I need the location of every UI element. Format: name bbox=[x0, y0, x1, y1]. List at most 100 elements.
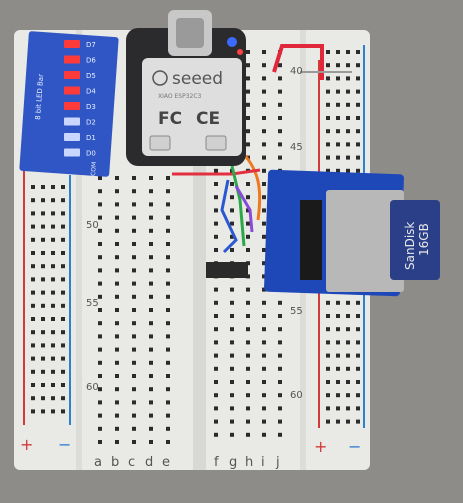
hole bbox=[31, 317, 35, 321]
hole bbox=[262, 168, 266, 173]
hole bbox=[115, 215, 119, 220]
hole bbox=[214, 248, 218, 252]
hole bbox=[262, 182, 266, 186]
hole bbox=[214, 366, 218, 371]
hole bbox=[132, 268, 136, 273]
hole bbox=[149, 294, 153, 299]
hole bbox=[230, 406, 234, 411]
hole bbox=[214, 208, 218, 213]
hole bbox=[214, 419, 218, 424]
hole bbox=[230, 300, 234, 305]
col-letter-g: g bbox=[229, 455, 237, 470]
hole bbox=[31, 356, 35, 361]
hole bbox=[326, 406, 330, 411]
led-pin-label: D2 bbox=[86, 119, 96, 127]
hole bbox=[336, 102, 340, 107]
led-segments bbox=[64, 40, 80, 157]
hole bbox=[31, 383, 35, 387]
hole bbox=[149, 202, 153, 207]
hole bbox=[262, 195, 266, 200]
hole bbox=[51, 409, 55, 414]
hole bbox=[51, 237, 55, 242]
hole bbox=[214, 406, 218, 411]
hole bbox=[336, 393, 340, 398]
hole bbox=[336, 406, 340, 411]
hole bbox=[132, 242, 136, 246]
hole bbox=[61, 211, 65, 216]
hole bbox=[51, 317, 55, 321]
sd-socket bbox=[326, 190, 404, 292]
hole bbox=[246, 340, 250, 345]
hole bbox=[98, 400, 102, 405]
hole bbox=[336, 89, 340, 94]
hole bbox=[166, 374, 170, 378]
hole bbox=[166, 176, 170, 180]
hole bbox=[98, 374, 102, 378]
xiao-model: XIAO ESP32C3 bbox=[158, 93, 202, 100]
hole bbox=[346, 63, 350, 68]
hole bbox=[166, 294, 170, 299]
hole bbox=[31, 277, 35, 282]
hole bbox=[336, 327, 340, 332]
hole bbox=[115, 255, 119, 260]
hole bbox=[246, 406, 250, 411]
green-wire bbox=[230, 165, 246, 247]
hole bbox=[278, 116, 282, 120]
hole bbox=[336, 340, 340, 345]
hole bbox=[278, 432, 282, 437]
hole bbox=[115, 347, 119, 352]
hole bbox=[230, 221, 234, 226]
hole bbox=[115, 308, 119, 312]
hole bbox=[326, 129, 330, 134]
hole bbox=[214, 380, 218, 384]
row-number-right-55: 55 bbox=[290, 306, 303, 317]
hole bbox=[356, 155, 360, 160]
hole bbox=[262, 129, 266, 134]
hole bbox=[31, 303, 35, 308]
hole bbox=[230, 234, 234, 239]
hole bbox=[214, 327, 218, 332]
hole bbox=[326, 380, 330, 384]
hole bbox=[61, 264, 65, 269]
hole bbox=[166, 387, 170, 392]
hole bbox=[262, 419, 266, 424]
hole bbox=[246, 102, 250, 107]
hole bbox=[262, 393, 266, 398]
hole bbox=[61, 343, 65, 348]
hole bbox=[278, 300, 282, 305]
hole bbox=[98, 440, 102, 444]
hole bbox=[149, 347, 153, 352]
hole bbox=[166, 360, 170, 365]
hole bbox=[61, 317, 65, 321]
hole bbox=[346, 327, 350, 332]
hole bbox=[246, 208, 250, 213]
ce-mark: CE bbox=[196, 109, 220, 129]
hole bbox=[51, 356, 55, 361]
hole bbox=[41, 330, 45, 335]
hole bbox=[230, 393, 234, 398]
hole bbox=[336, 76, 340, 81]
hole bbox=[346, 50, 350, 54]
hole bbox=[262, 102, 266, 107]
hole bbox=[346, 380, 350, 384]
hole bbox=[98, 228, 102, 233]
row-number-right-60: 60 bbox=[290, 390, 303, 401]
hole bbox=[346, 393, 350, 398]
col-letter-a: a bbox=[94, 455, 102, 470]
hole bbox=[41, 303, 45, 308]
hole bbox=[166, 268, 170, 273]
hole bbox=[262, 287, 266, 292]
hole bbox=[149, 215, 153, 220]
hole bbox=[31, 185, 35, 189]
hole bbox=[41, 356, 45, 361]
hole bbox=[246, 63, 250, 68]
hole bbox=[336, 300, 340, 305]
led-bar-com-label: COM bbox=[90, 162, 98, 177]
left-rail-gap bbox=[76, 30, 82, 470]
hole bbox=[278, 406, 282, 411]
hole bbox=[278, 89, 282, 94]
red-jumper-wire bbox=[272, 44, 324, 80]
hole bbox=[61, 369, 65, 374]
hole bbox=[346, 102, 350, 107]
hole bbox=[336, 129, 340, 134]
